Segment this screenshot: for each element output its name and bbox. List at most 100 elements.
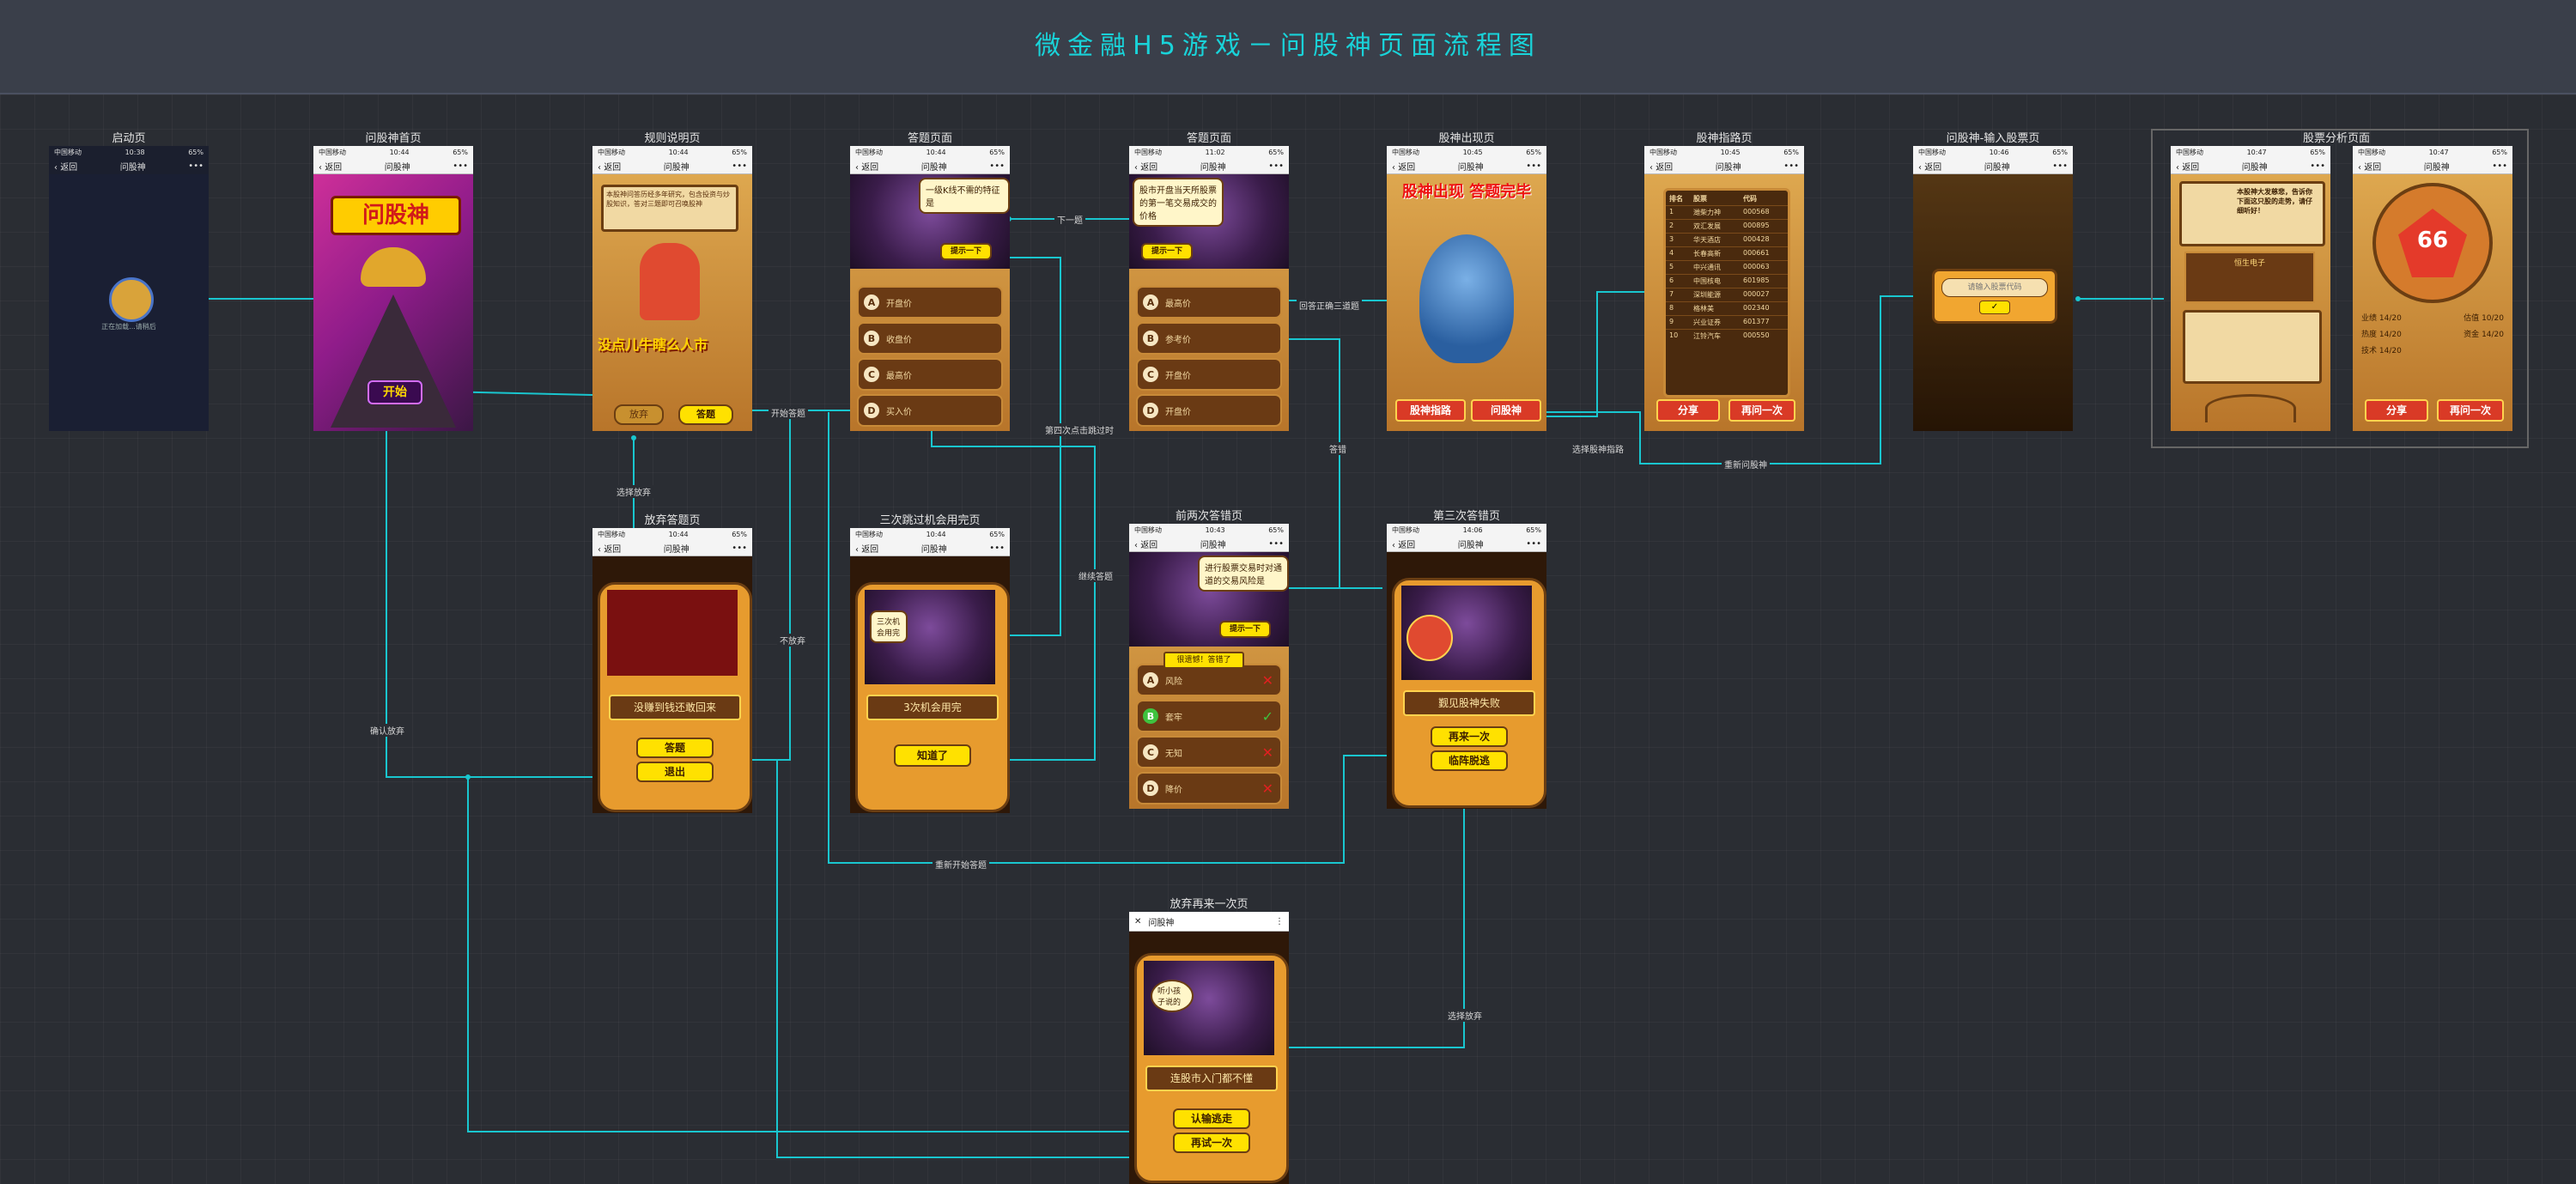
surrender-button[interactable]: 认输逃走: [1173, 1108, 1250, 1129]
table-cell: 深圳能源: [1693, 291, 1721, 299]
back-button[interactable]: ‹ 返回: [2358, 162, 2382, 173]
table-cell: 潍柴力神: [1693, 209, 1721, 216]
flee-button[interactable]: 临阵脱逃: [1431, 750, 1508, 771]
back-button[interactable]: ‹ 返回: [319, 162, 343, 173]
more-button[interactable]: •••: [989, 543, 1005, 553]
ask-again-button[interactable]: 再问一次: [2437, 399, 2504, 422]
stock-code-input[interactable]: [1941, 278, 2048, 297]
retry-button[interactable]: 再来一次: [1431, 726, 1508, 747]
back-button[interactable]: ‹ 返回: [1392, 162, 1416, 173]
more-button[interactable]: •••: [732, 543, 747, 553]
table-cell: 双汇发展: [1693, 222, 1721, 230]
back-button[interactable]: ‹ 返回: [2176, 162, 2200, 173]
question-text: 进行股票交易时对通道的交易风险是: [1198, 556, 1289, 592]
giveup-button[interactable]: 放弃: [614, 404, 664, 425]
label-fourth-skip: 第四次点击跳过时: [1042, 423, 1116, 436]
more-button[interactable]: •••: [1783, 161, 1799, 171]
back-button[interactable]: ‹ 返回: [1134, 162, 1158, 173]
hint-button[interactable]: 提示一下: [1141, 243, 1193, 260]
back-button[interactable]: ‹ 返回: [1918, 162, 1942, 173]
more-vertical-icon[interactable]: ⋮: [1275, 916, 1284, 926]
close-icon[interactable]: ✕: [1134, 916, 1142, 926]
confirm-check-icon[interactable]: ✓: [1979, 301, 2010, 314]
more-button[interactable]: •••: [1526, 538, 1541, 549]
answer-button[interactable]: 答题: [636, 738, 714, 758]
table-cell: 000027: [1743, 290, 1770, 298]
label-choose-guide: 选择股神指路: [1570, 442, 1626, 455]
table-cell: 000895: [1743, 222, 1770, 229]
try-again-button[interactable]: 再试一次: [1173, 1132, 1250, 1153]
more-button[interactable]: •••: [1526, 161, 1541, 171]
table-cell: 长春高新: [1693, 250, 1721, 258]
table-cell: 华天酒店: [1693, 236, 1721, 244]
god-guide-button[interactable]: 股神指路: [1395, 399, 1466, 422]
more-button[interactable]: •••: [1268, 538, 1284, 549]
god-banner: 股神出现 答题完毕: [1401, 183, 1532, 201]
share-button[interactable]: 分享: [1656, 399, 1720, 422]
hint-button[interactable]: 提示一下: [940, 243, 992, 260]
screen-title: 答题页面: [1186, 132, 1231, 145]
screen-title: 股神指路页: [1696, 132, 1753, 145]
table-cell: 3: [1669, 235, 1674, 243]
hint-button[interactable]: 提示一下: [1219, 621, 1271, 638]
more-button[interactable]: •••: [732, 161, 747, 171]
screen-title: 第三次答错页: [1432, 510, 1500, 523]
ask-god-button[interactable]: 问股神: [1471, 399, 1541, 422]
more-button[interactable]: •••: [453, 161, 468, 171]
radar-chart: 66: [2372, 183, 2493, 303]
got-it-button[interactable]: 知道了: [894, 744, 971, 767]
back-button[interactable]: ‹ 返回: [1134, 540, 1158, 550]
back-button[interactable]: ‹ 返回: [855, 544, 879, 555]
label-choose-giveup: 选择放弃: [614, 485, 653, 498]
back-button[interactable]: ‹ 返回: [598, 544, 622, 555]
start-button[interactable]: 开始: [368, 380, 422, 404]
ask-again-button[interactable]: 再问一次: [1728, 399, 1795, 422]
share-button[interactable]: 分享: [2365, 399, 2428, 422]
screen-title: 启动页: [112, 132, 146, 145]
more-button[interactable]: •••: [188, 161, 204, 171]
wrong-toast: 很遗憾！答错了: [1163, 652, 1244, 669]
rules-scroll: 本股神问答历经多年研究，包含投资与炒股知识，答对三题即可召唤股神: [601, 185, 738, 232]
more-button[interactable]: •••: [1268, 161, 1284, 171]
question-text: 股市开盘当天所股票的第一笔交易成交的价格: [1133, 178, 1224, 227]
line-retry-home: [467, 777, 1181, 1132]
speech-bubble: 听小孩子说的: [1151, 980, 1194, 1012]
back-button[interactable]: ‹ 返回: [1392, 540, 1416, 550]
more-button[interactable]: •••: [2310, 161, 2325, 171]
back-button[interactable]: ‹ 返回: [598, 162, 622, 173]
more-button[interactable]: •••: [989, 161, 1005, 171]
table-cell: 000063: [1743, 263, 1770, 270]
answer-button[interactable]: 答题: [678, 404, 733, 425]
more-button[interactable]: •••: [2052, 161, 2068, 171]
table-cell: 601985: [1743, 276, 1770, 284]
line-giveup-home: [386, 425, 618, 778]
label-continue: 继续答题: [1076, 569, 1115, 582]
magic-lamp-icon: [361, 247, 426, 287]
back-button[interactable]: ‹ 返回: [855, 162, 879, 173]
more-button[interactable]: •••: [2492, 161, 2507, 171]
label-confirm-giveup: 确认放弃: [368, 724, 407, 737]
back-button[interactable]: ‹ 返回: [1649, 162, 1674, 173]
screen-title: 放弃再来一次页: [1170, 898, 1249, 911]
table-cell: 6: [1669, 276, 1674, 284]
label-next-q: 下一题: [1054, 213, 1085, 226]
back-button[interactable]: ‹ 返回: [54, 162, 78, 173]
exit-button[interactable]: 退出: [636, 762, 714, 782]
analysis-detail-scroll: [2183, 310, 2322, 384]
